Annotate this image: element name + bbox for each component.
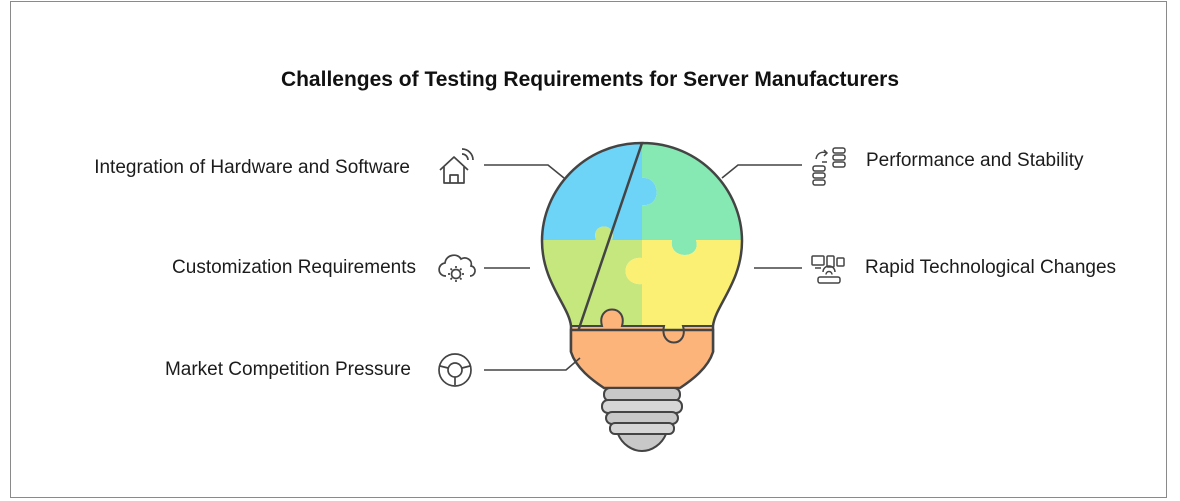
server-sync-icon — [812, 147, 846, 186]
label-customization-requirements: Customization Requirements — [172, 257, 416, 278]
connector-performance — [721, 164, 802, 179]
puzzle-piece-blue — [542, 143, 657, 240]
label-market-competition-pressure: Market Competition Pressure — [164, 359, 411, 380]
label-performance-stability: Performance and Stability — [866, 150, 1084, 171]
bulb-outline — [540, 141, 744, 353]
network-devices-icon — [811, 255, 845, 284]
smart-home-icon — [439, 148, 474, 184]
connector-market — [484, 357, 581, 371]
target-circle-icon — [438, 353, 472, 387]
diagram-title: Challenges of Testing Requirements for S… — [280, 68, 900, 91]
bulb-screw-base — [601, 387, 683, 453]
connector-integration — [484, 164, 565, 179]
cloud-gear-icon — [438, 254, 476, 282]
label-integration-hardware-software: Integration of Hardware and Software — [94, 157, 410, 178]
bulb-neck — [569, 328, 715, 390]
label-rapid-technological-changes: Rapid Technological Changes — [865, 257, 1117, 278]
